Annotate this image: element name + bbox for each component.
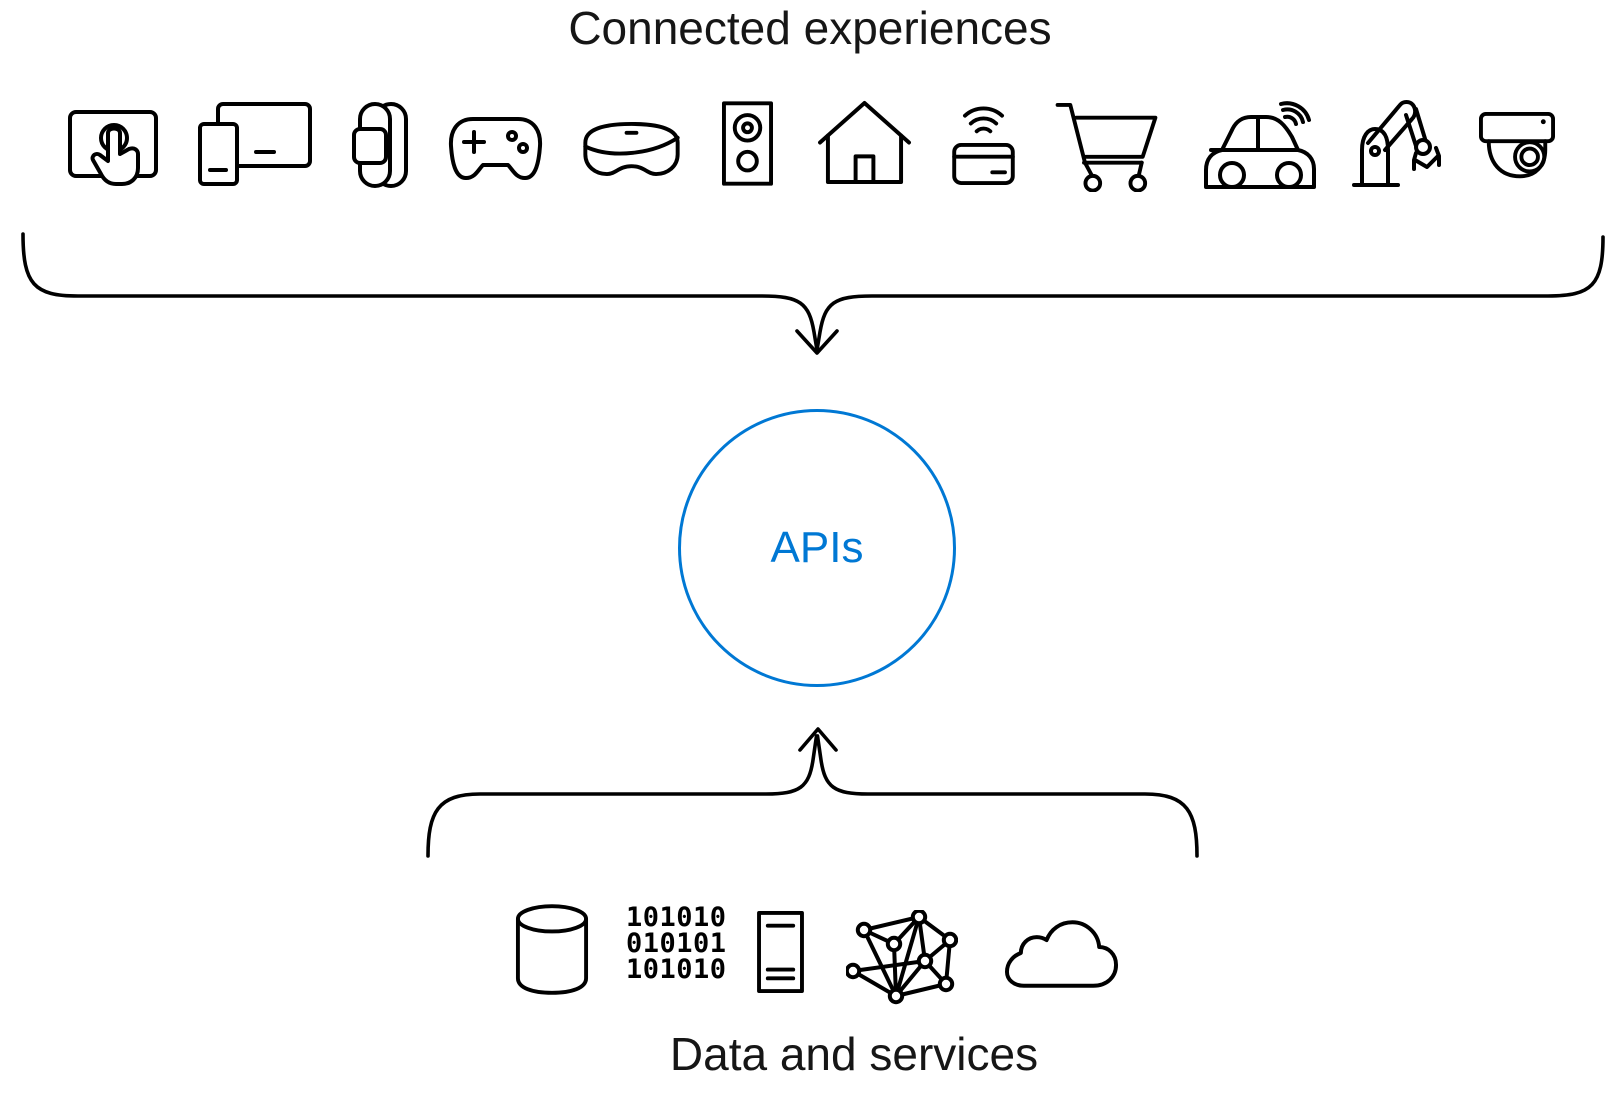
down-arrowhead [795, 329, 839, 355]
bottom-title: Data and services [669, 1028, 1039, 1080]
neural-network-icon [846, 910, 958, 1006]
robot-arm-icon [1352, 98, 1448, 188]
bottom-brace-right [815, 734, 1199, 858]
apis-label: APIs [770, 523, 864, 572]
binary-line: 101010 [626, 954, 727, 985]
smart-home-icon [817, 100, 912, 185]
top-brace-right [815, 235, 1605, 352]
vr-headset-icon [583, 122, 680, 177]
game-controller-icon [448, 117, 543, 181]
connected-car-icon [1203, 100, 1319, 192]
server-icon [757, 911, 804, 993]
smartwatch-icon [352, 102, 408, 188]
binary-line: 010101 [626, 928, 727, 959]
binary-line: 101010 [626, 902, 727, 933]
touchscreen-icon [68, 102, 158, 186]
cloud-icon [1004, 914, 1121, 990]
phone-and-tablet-icon [198, 102, 312, 186]
smart-speaker-icon [722, 101, 773, 186]
up-arrowhead [798, 727, 838, 752]
database-icon [515, 903, 589, 995]
shopping-cart-icon [1055, 102, 1158, 192]
binary-data-icon: 101010 010101 101010 [626, 902, 727, 985]
bottom-brace-left [426, 734, 819, 858]
top-title: Connected experiences [568, 2, 1052, 54]
apis-circle: APIs [678, 409, 956, 687]
top-brace-left [21, 232, 819, 352]
contactless-card-icon [952, 103, 1015, 185]
security-camera-icon [1478, 112, 1556, 188]
